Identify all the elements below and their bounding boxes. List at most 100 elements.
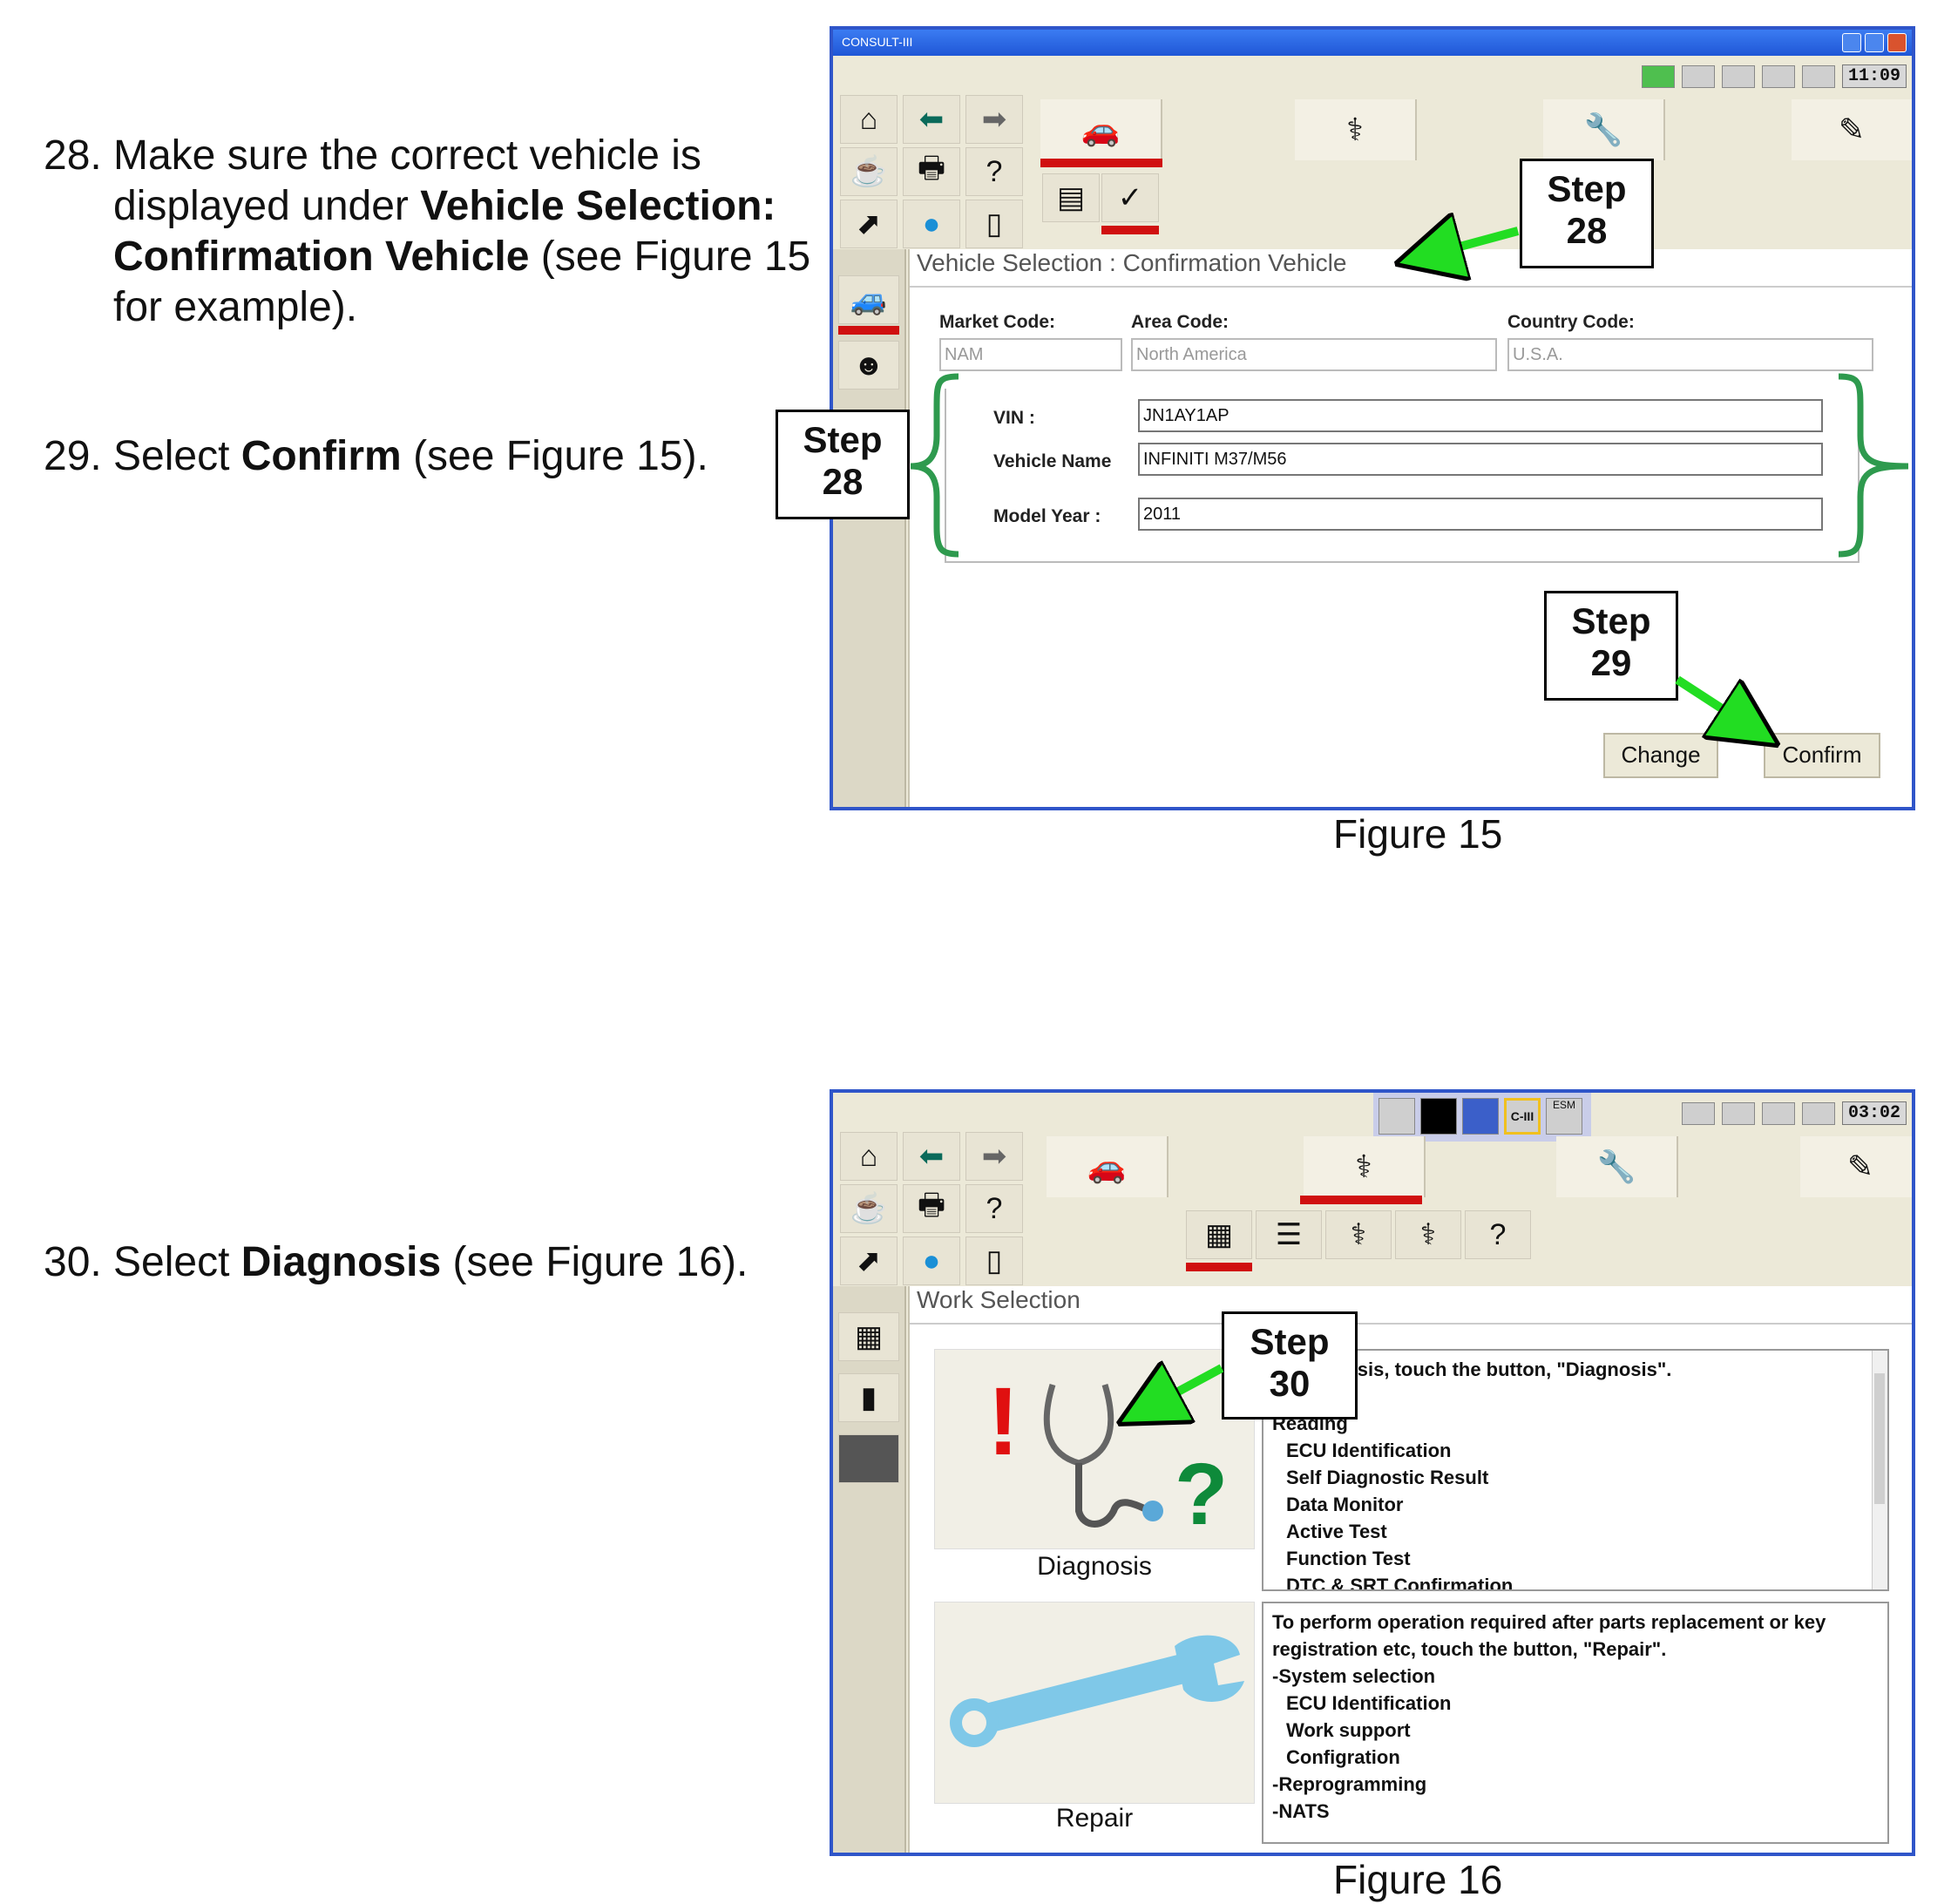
market-code-label: Market Code: xyxy=(939,312,1056,332)
battery-icon xyxy=(1641,64,1675,88)
data-list-icon[interactable]: ☰ xyxy=(1256,1210,1322,1259)
maximize-button[interactable] xyxy=(1865,33,1884,52)
graph-icon[interactable]: ⬈ xyxy=(840,200,898,248)
description-line: -Reprogramming xyxy=(1272,1773,1427,1795)
wrench-icon[interactable]: 🔧 xyxy=(1543,99,1665,160)
vehicle-select-icon[interactable]: 🚗 xyxy=(1047,1136,1169,1197)
back-arrow-icon[interactable]: ⬅ xyxy=(903,1132,960,1181)
active-test-icon[interactable]: ⚕ xyxy=(1395,1210,1461,1259)
tools-icon[interactable]: ✎ xyxy=(1800,1136,1912,1197)
dtc-icon[interactable]: ⚕ xyxy=(1325,1210,1392,1259)
vehicle-select-icon[interactable]: 🚗 xyxy=(1040,99,1162,160)
change-button[interactable]: Change xyxy=(1603,733,1718,778)
diagnosis-stethoscope-icon[interactable]: ⚕ xyxy=(1295,99,1417,160)
phone-icon[interactable]: ▯ xyxy=(965,1237,1023,1285)
step-28-text: 28. Make sure the correct vehicle is dis… xyxy=(44,132,811,330)
help-icon[interactable]: ? xyxy=(965,147,1023,196)
window-titlebar: CONSULT-III xyxy=(833,30,1912,56)
vi-icon xyxy=(1761,64,1795,88)
confirm-vehicle-active-bar xyxy=(1101,226,1159,234)
description-line: m diagnosis, touch the button, "Diagnosi… xyxy=(1272,1359,1672,1380)
diagnosis-scrollbar[interactable] xyxy=(1872,1351,1887,1589)
description-line: Function Test xyxy=(1286,1548,1411,1569)
mi-icon xyxy=(1801,64,1835,88)
vehicle-list-icon[interactable]: ▤ xyxy=(1042,173,1100,222)
description-line: Work support xyxy=(1286,1719,1411,1741)
app-tray: C-III ESM xyxy=(1373,1093,1591,1142)
help-icon[interactable]: ? xyxy=(965,1184,1023,1233)
figure-15-caption: Figure 15 xyxy=(1333,811,1503,857)
back-arrow-icon[interactable]: ⬅ xyxy=(903,95,960,144)
printer-icon[interactable]: 🖶 xyxy=(903,1184,960,1233)
side-book-icon[interactable]: ▮ xyxy=(838,1373,899,1422)
wrench-icon[interactable]: 🔧 xyxy=(1556,1136,1678,1197)
c3-icon[interactable]: C-III xyxy=(1504,1098,1541,1135)
side-vehicle-icon[interactable]: 🚙 xyxy=(838,275,899,324)
description-line: Reading xyxy=(1272,1413,1348,1434)
esm-icon[interactable]: ESM xyxy=(1546,1098,1582,1135)
description-line: Data Monitor xyxy=(1286,1494,1404,1515)
pen-icon[interactable] xyxy=(1379,1098,1415,1135)
sub-icon[interactable]: ● xyxy=(903,200,960,248)
coffee-icon[interactable]: ☕ xyxy=(840,147,898,196)
forward-arrow-icon[interactable]: ➡ xyxy=(965,95,1023,144)
can-icon[interactable]: ▦ xyxy=(1186,1210,1252,1259)
vehicle-name-label: Vehicle Name xyxy=(993,451,1112,471)
side-user-icon[interactable]: ☻ xyxy=(838,341,899,390)
side-toolbar: ▦ ▮ xyxy=(833,1286,906,1853)
diagnosis-stethoscope-icon[interactable]: ⚕ xyxy=(1304,1136,1426,1197)
market-code-field: NAM xyxy=(939,338,1122,371)
step-30-text: 30. Select Diagnosis (see Figure 16). xyxy=(44,1239,749,1285)
description-line: registration etc, touch the button, "Rep… xyxy=(1272,1638,1667,1660)
clock: 03:02 xyxy=(1841,1101,1907,1125)
svg-text:?: ? xyxy=(1175,1446,1228,1543)
side-can-icon[interactable]: ▦ xyxy=(838,1312,899,1361)
coffee-icon[interactable]: ☕ xyxy=(840,1184,898,1233)
repair-description: To perform operation required after part… xyxy=(1262,1602,1889,1844)
forward-arrow-icon[interactable]: ➡ xyxy=(965,1132,1023,1181)
confirm-vehicle-icon[interactable]: ✓ xyxy=(1101,173,1159,222)
main-content: Work Selection ! ? Diagnosis Repair m di… xyxy=(908,1286,1912,1853)
description-line: gnosis xyxy=(1272,1383,1879,1410)
description-line: ECU Identification xyxy=(1286,1440,1452,1461)
lan-icon xyxy=(1721,64,1755,88)
repair-label: Repair xyxy=(1055,1804,1134,1833)
model-year-label: Model Year : xyxy=(993,506,1101,526)
lan-icon xyxy=(1721,1101,1755,1125)
figure-16-screenshot: C-III ESM 03:02 ⌂ ⬅ ➡ ☕ 🖶 ? ⬈ ● ▯ 🚗 ⚕ 🔧 … xyxy=(830,1089,1915,1856)
home-icon[interactable]: ⌂ xyxy=(840,95,898,144)
vin-field: JN1AY1AP xyxy=(1138,399,1823,432)
scrollbar-thumb[interactable] xyxy=(1874,1373,1885,1504)
sub-icon[interactable]: ● xyxy=(903,1237,960,1285)
country-code-field: U.S.A. xyxy=(1507,338,1873,371)
section-title: Work Selection xyxy=(917,1286,1081,1313)
window-title: CONSULT-III xyxy=(842,35,913,49)
minimize-button[interactable] xyxy=(1842,33,1861,52)
tools-icon[interactable]: ✎ xyxy=(1792,99,1912,160)
home-icon[interactable]: ⌂ xyxy=(840,1132,898,1181)
graph-icon[interactable]: ⬈ xyxy=(840,1237,898,1285)
diagnosis-active-bar xyxy=(1300,1196,1422,1204)
stethoscope-icon: ! ? xyxy=(987,1368,1228,1543)
clock: 11:09 xyxy=(1841,64,1907,88)
printer-icon[interactable]: 🖶 xyxy=(903,147,960,196)
diagnosis-button[interactable]: ! ? xyxy=(934,1349,1255,1549)
description-line: ECU Identification xyxy=(1286,1692,1452,1714)
help-stethoscope-icon[interactable]: ? xyxy=(1465,1210,1531,1259)
confirm-button[interactable]: Confirm xyxy=(1764,733,1880,778)
section-title: Vehicle Selection : Confirmation Vehicle xyxy=(917,249,1347,276)
monitor-icon[interactable] xyxy=(1462,1098,1499,1135)
description-line: DTC & SRT Confirmation xyxy=(1286,1575,1514,1591)
side-folder-icon[interactable] xyxy=(838,1434,899,1483)
phone-icon[interactable]: ▯ xyxy=(965,200,1023,248)
repair-button[interactable] xyxy=(934,1602,1255,1804)
main-content: Vehicle Selection : Confirmation Vehicle… xyxy=(908,249,1912,807)
vehicle-name-field: INFINITI M37/M56 xyxy=(1138,443,1823,476)
black-app-icon[interactable] xyxy=(1420,1098,1457,1135)
section-divider xyxy=(910,286,1912,288)
mi-icon xyxy=(1801,1101,1835,1125)
close-window-button[interactable] xyxy=(1887,33,1907,52)
